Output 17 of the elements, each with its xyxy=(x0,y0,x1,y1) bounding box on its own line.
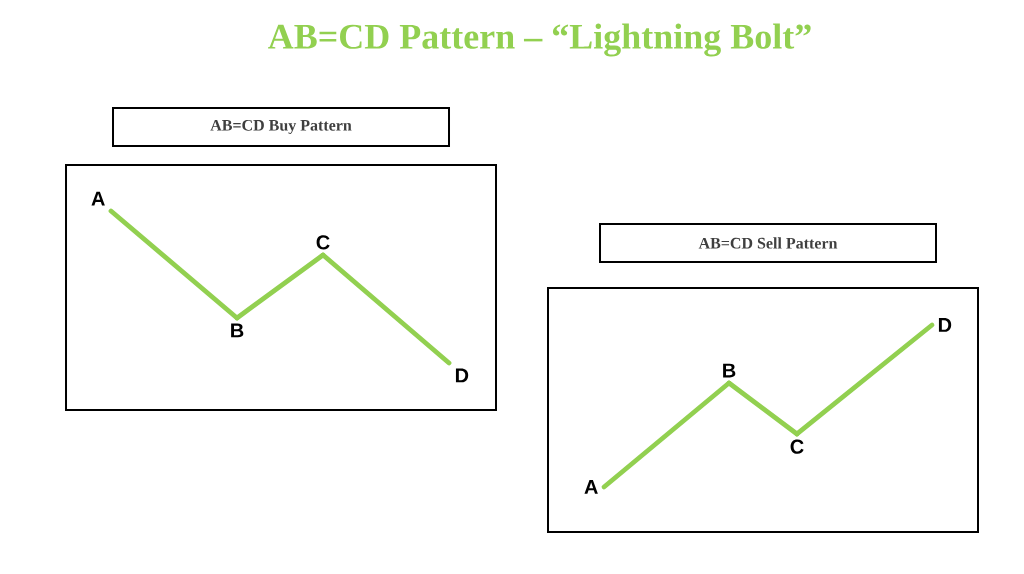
title: AB=CD Pattern – “Lightning Bolt” xyxy=(268,23,811,57)
point-label: D xyxy=(455,368,469,383)
point-label: A xyxy=(91,191,105,206)
point-label: A xyxy=(584,480,598,494)
point-label: C xyxy=(316,235,330,250)
point-label: C xyxy=(790,439,804,454)
price-line xyxy=(601,380,732,490)
chart-frame xyxy=(65,164,497,411)
price-line xyxy=(794,322,935,437)
point-label: B xyxy=(723,363,736,378)
header-box: AB=CD Sell Pattern xyxy=(599,223,937,263)
price-line xyxy=(108,208,240,321)
price-line xyxy=(320,252,452,366)
chart-frame xyxy=(547,287,979,533)
header-box: AB=CD Buy Pattern xyxy=(112,107,450,147)
point-label: D xyxy=(938,318,952,332)
point-label: B xyxy=(231,323,244,338)
